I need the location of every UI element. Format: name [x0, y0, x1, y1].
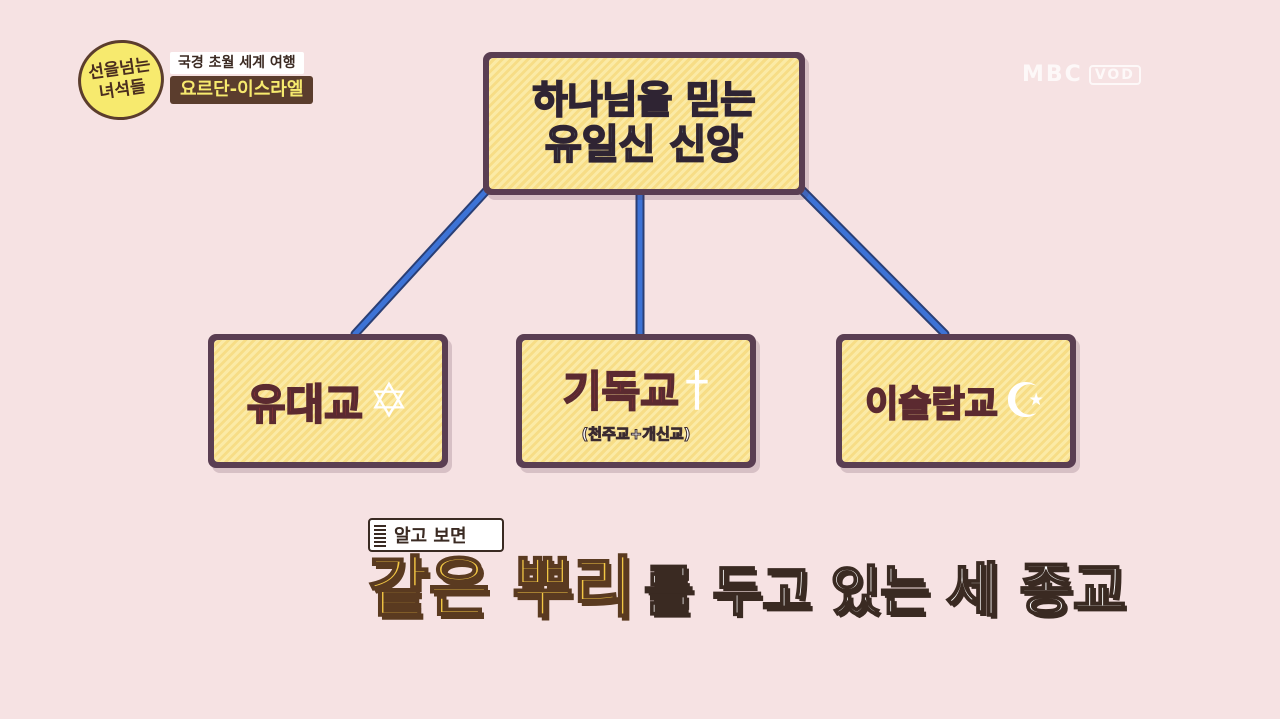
show-subtitle: 국경 초월 세계 여행	[170, 52, 304, 74]
link-islam-fill	[799, 187, 948, 337]
caption-end: 세 종교	[945, 556, 1127, 624]
caption-middle: 를 두고 있는	[643, 560, 931, 623]
node-christianity-sub: (천주교+개신교)	[581, 425, 691, 444]
caption: 같은 뿌리 를 두고 있는 세 종교	[367, 549, 1127, 645]
caption-highlight: 같은 뿌리	[367, 549, 635, 626]
root-line1: 하나님을 믿는	[532, 77, 757, 122]
cross-icon: †	[684, 360, 709, 417]
root-node: 하나님을 믿는 유일신 신앙	[483, 52, 805, 195]
node-christianity: 기독교 † (천주교+개신교)	[516, 334, 756, 468]
crescent-star-icon: ☪	[1003, 373, 1047, 429]
watermark-brand: MBC	[1022, 62, 1083, 87]
link-judaism-fill	[352, 187, 490, 337]
root-line2: 유일신 신앙	[544, 121, 744, 169]
star-of-david-icon: ✡	[368, 373, 410, 429]
node-islam: 이슬람교 ☪	[836, 334, 1076, 468]
watermark-vod: VOD	[1088, 65, 1141, 85]
node-christianity-label: 기독교	[562, 366, 680, 417]
episode-location: 요르단-이스라엘	[170, 76, 314, 104]
node-islam-label: 이슬람교	[864, 383, 998, 426]
node-judaism-label: 유대교	[246, 379, 364, 430]
node-judaism: 유대교 ✡	[208, 334, 448, 468]
caption-tag: 알고 보면	[368, 518, 504, 552]
caption-tag-text: 알고 보면	[394, 526, 467, 547]
barcode-icon	[374, 523, 386, 547]
